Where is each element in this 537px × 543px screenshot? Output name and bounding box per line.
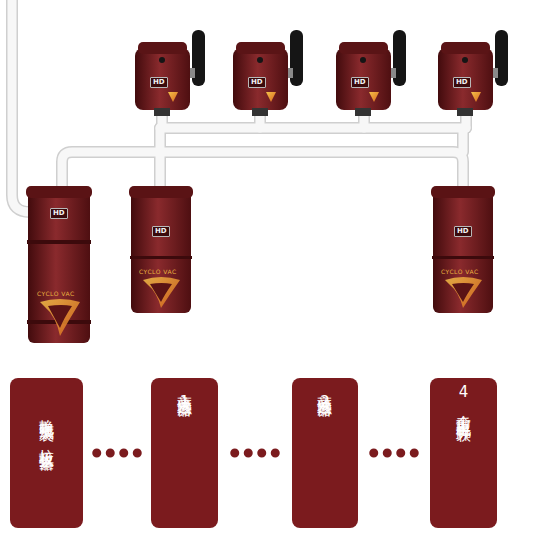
pipe-fill-part <box>160 124 466 133</box>
motor-unit-1-part <box>154 108 170 116</box>
process-box: 高效过滤器2 <box>292 378 358 528</box>
process-box: 4个重型电机并联 <box>430 378 497 528</box>
box-label: 高效过滤器1 <box>173 383 197 523</box>
process-box: 高效过滤器1 <box>151 378 218 528</box>
motor-unit-1 <box>135 30 205 116</box>
brand-label: CYCLO VAC <box>139 268 177 275</box>
motor-unit-2-part <box>257 57 263 63</box>
brand-label: CYCLO VAC <box>441 268 479 275</box>
pipe-outline-part <box>160 122 466 134</box>
pipe-outline-part <box>154 128 166 190</box>
motor-unit-1-part <box>168 92 178 102</box>
canister-middle-part <box>131 190 191 313</box>
pipe-fill-part <box>360 114 369 128</box>
motor-unit-3-part <box>360 57 366 63</box>
canister-right-part <box>432 256 494 259</box>
motor-unit-3-part <box>355 108 371 116</box>
motor-unit-1-part <box>159 57 165 63</box>
canister-left-part <box>40 299 80 336</box>
pipe-network <box>12 0 466 212</box>
pipe-outline-part <box>460 114 472 128</box>
dotted-connector <box>218 449 292 458</box>
badge-label: HD <box>351 77 369 88</box>
motor-unit-1-part <box>135 48 190 110</box>
motor-unit-4-part <box>462 57 468 63</box>
pipe-fill-part <box>158 114 167 128</box>
motor-unit-4 <box>438 30 508 116</box>
canister-middle-part <box>130 256 192 259</box>
canister-middle-part <box>143 277 180 308</box>
brand-label: CYCLO VAC <box>37 290 75 297</box>
canister-right-part <box>433 190 493 313</box>
dotted-connector <box>83 449 151 458</box>
dotted-connector <box>358 449 430 458</box>
pipe-fill <box>12 0 466 212</box>
pipe-fill-part <box>256 114 265 128</box>
badge-label: HD <box>453 77 471 88</box>
motor-unit-2 <box>233 30 303 116</box>
canister-middle-part <box>129 186 193 198</box>
canister-right-part <box>431 186 495 198</box>
motor-unit-2-part <box>236 42 285 54</box>
motor-unit-4-part <box>471 92 481 102</box>
motor-unit-3-part <box>339 42 388 54</box>
badge-label: HD <box>454 226 472 237</box>
canister-left-part <box>28 190 90 343</box>
pipe-outline-part <box>254 114 266 128</box>
pipe-outline-part <box>156 114 168 128</box>
badge-label: HD <box>150 77 168 88</box>
badge-label: HD <box>152 226 170 237</box>
canister-right-part <box>445 277 482 308</box>
motor-unit-3-part <box>369 92 379 102</box>
pipe-fill-part <box>12 0 30 212</box>
canister-left-part <box>26 186 92 198</box>
box-label: 4个重型电机并联 <box>452 383 476 523</box>
motor-unit-2-part <box>252 108 268 116</box>
canister-left <box>26 186 92 343</box>
motor-unit-2-part <box>266 92 276 102</box>
badge-label: HD <box>248 77 266 88</box>
canister-right <box>431 186 495 313</box>
motor-unit-3-part <box>336 48 391 110</box>
motor-unit-3 <box>336 30 406 116</box>
pipe-fill-part <box>156 128 165 190</box>
box-label: 高效过滤器2 <box>313 383 337 523</box>
motor-unit-2-part <box>233 48 288 110</box>
canister-right-part <box>452 283 474 302</box>
canister-middle <box>129 186 193 313</box>
motor-unit-4-part <box>457 108 473 116</box>
canister-middle-part <box>150 283 172 302</box>
motor-unit-4-part <box>438 48 493 110</box>
badge-label: HD <box>50 208 68 219</box>
process-box: 静电集成袋 垃圾收集器 <box>10 378 83 528</box>
canister-left-part <box>27 240 91 244</box>
pipe-outline <box>12 0 466 212</box>
pipe-outline-part <box>62 152 463 190</box>
pipe-outline-part <box>358 114 370 128</box>
pipe-fill-part <box>462 114 471 128</box>
canister-left-part <box>48 305 72 328</box>
box-label: 静电集成袋 垃圾收集器 <box>35 407 59 499</box>
pipe-outline-part <box>12 0 30 212</box>
pipe-fill-part <box>62 152 463 190</box>
motor-unit-1-part <box>138 42 187 54</box>
motor-unit-4-part <box>441 42 490 54</box>
